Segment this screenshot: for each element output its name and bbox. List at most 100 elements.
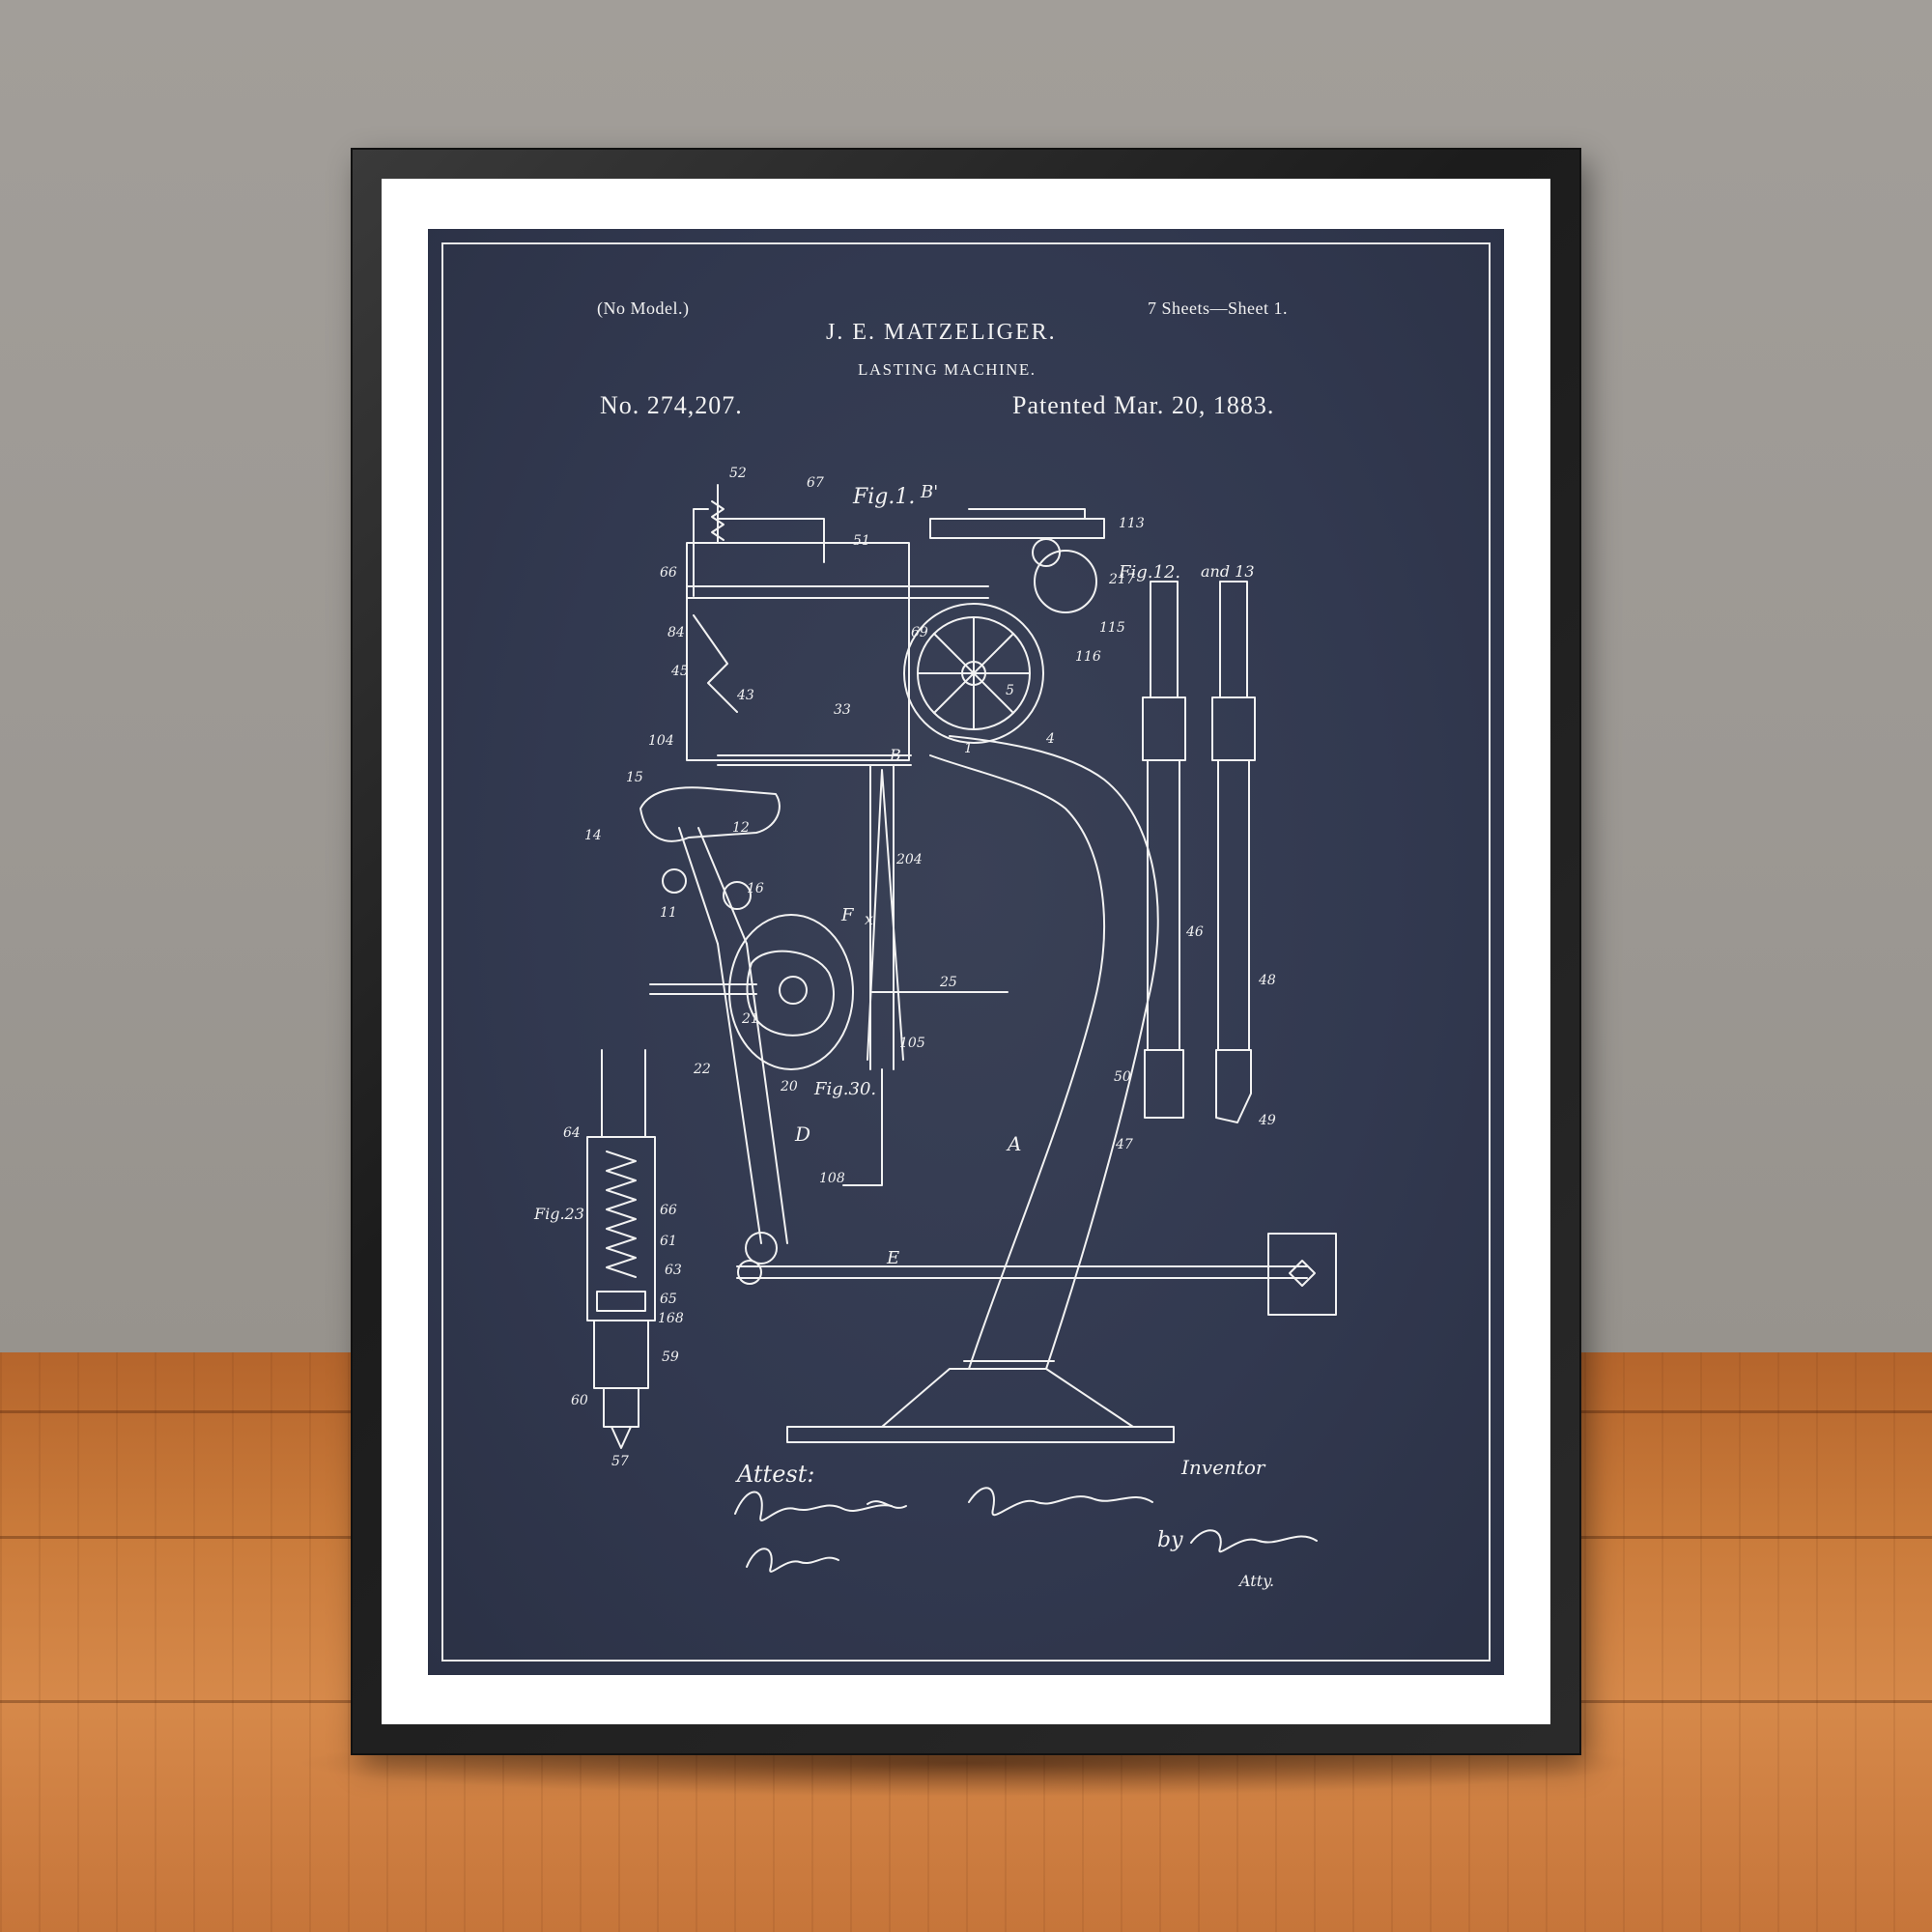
part-number: 57 (611, 1454, 629, 1469)
drive-wheel (903, 603, 1044, 744)
part-number: 25 (940, 975, 957, 990)
fig23-rods (601, 1049, 646, 1138)
fig12-tip (1144, 1049, 1184, 1119)
part-number: 11 (660, 905, 677, 921)
part-number: 60 (571, 1393, 588, 1408)
part-number: 15 (626, 770, 643, 785)
part-number: 52 (729, 466, 747, 481)
inventor-signature (968, 1487, 1153, 1517)
patent-date: Patented Mar. 20, 1883. (1012, 391, 1275, 419)
zigzag-spring (693, 614, 738, 713)
part-number: 46 (1186, 924, 1204, 940)
base-plate (786, 1426, 1175, 1443)
letter-b-prime: B' (921, 482, 939, 502)
part-number: 47 (1116, 1137, 1133, 1152)
part-number: 5 (1006, 683, 1014, 698)
sheet-count: 7 Sheets—Sheet 1. (1148, 298, 1288, 318)
atty-label: Atty. (1239, 1572, 1275, 1590)
part-number: 51 (853, 533, 870, 549)
column-outer (929, 754, 1105, 1370)
fig23-spring (606, 1151, 637, 1278)
fig23-jaw (593, 1320, 649, 1428)
part-number: 84 (668, 625, 685, 640)
part-number: 4 (1046, 731, 1055, 747)
signature-strokes (734, 1487, 1318, 1573)
gear-11 (662, 868, 687, 894)
part-number: 66 (660, 1203, 677, 1218)
part-number: 113 (1119, 516, 1145, 531)
letter-f: F (841, 905, 854, 925)
letter-a: A (1008, 1132, 1022, 1155)
base-foot (881, 1368, 1134, 1428)
model-note: (No Model.) (597, 298, 690, 318)
fig12-rod (1147, 759, 1180, 1051)
fig12-label: Fig.12. (1119, 562, 1181, 582)
shoe-last (639, 786, 781, 842)
gear-115 (1034, 550, 1097, 613)
fig13-sleeve (1211, 696, 1256, 761)
part-number: 22 (694, 1062, 711, 1077)
part-number: 104 (648, 733, 674, 749)
head-base (717, 754, 912, 766)
part-number: 116 (1075, 649, 1101, 665)
part-number: 63 (665, 1263, 682, 1278)
blueprint-print: (No Model.) 7 Sheets—Sheet 1. J. E. MATZ… (428, 229, 1504, 1675)
fig30-label: Fig.30. (814, 1079, 877, 1099)
letter-e: E (887, 1248, 900, 1268)
letter-b: B (890, 746, 901, 764)
flywheel-top (968, 508, 1086, 520)
wheel-spokes (917, 616, 1031, 730)
flywheel-113 (929, 518, 1105, 539)
cam-profile (746, 950, 835, 1037)
part-number: 105 (899, 1036, 925, 1051)
part-number: 48 (1259, 973, 1276, 988)
bar-f (649, 983, 757, 995)
fig23-block (596, 1291, 646, 1312)
fig23-point (611, 1426, 632, 1449)
part-number: 43 (737, 688, 754, 703)
part-number: 108 (819, 1171, 845, 1186)
column-inner (949, 735, 1159, 1370)
top-spring (711, 500, 724, 541)
gear-16 (723, 881, 752, 910)
part-number: 50 (1114, 1069, 1131, 1085)
head-slide (686, 585, 989, 599)
inventor-label: Inventor (1181, 1456, 1265, 1479)
fig23-label: Fig.23 (534, 1205, 584, 1223)
part-number: 65 (660, 1292, 677, 1307)
fig12-and-label: and 13 (1201, 562, 1255, 581)
part-number: 204 (896, 852, 923, 867)
letter-x: x (865, 910, 874, 928)
fig23-housing (586, 1136, 656, 1321)
part-number: 67 (807, 475, 824, 491)
side-rod-66 (693, 508, 709, 597)
part-number: 217 (1109, 572, 1135, 587)
witness-signature-1 (734, 1491, 893, 1521)
print-inner-border (441, 242, 1491, 1662)
part-number: 49 (1259, 1113, 1276, 1128)
fig12-sleeve (1142, 696, 1186, 761)
part-number: 64 (563, 1125, 581, 1141)
fig13-rod (1217, 759, 1250, 1051)
part-number: 69 (911, 625, 928, 640)
part-number: 12 (732, 820, 750, 836)
attorney-signature (1190, 1529, 1318, 1553)
last-support (678, 827, 748, 945)
signature-flourish (867, 1500, 907, 1509)
fig1-label: Fig.1. (853, 485, 916, 509)
part-number: 21 (742, 1011, 759, 1027)
patent-title: LASTING MACHINE. (858, 360, 1037, 379)
attest-label: Attest: (737, 1461, 815, 1488)
white-mat: (No Model.) 7 Sheets—Sheet 1. J. E. MATZ… (382, 179, 1550, 1724)
part-number: 33 (834, 702, 851, 718)
witness-signature-2 (746, 1548, 839, 1573)
part-number: 16 (747, 881, 764, 896)
part-number: 61 (660, 1234, 677, 1249)
patent-drawing (586, 484, 1337, 1509)
picture-frame: (No Model.) 7 Sheets—Sheet 1. J. E. MATZ… (353, 150, 1579, 1753)
counterweight (1267, 1233, 1337, 1316)
connecting-rods (867, 764, 904, 1070)
lower-rod (842, 1068, 883, 1186)
part-number: 168 (658, 1311, 684, 1326)
part-number: 45 (671, 664, 689, 679)
